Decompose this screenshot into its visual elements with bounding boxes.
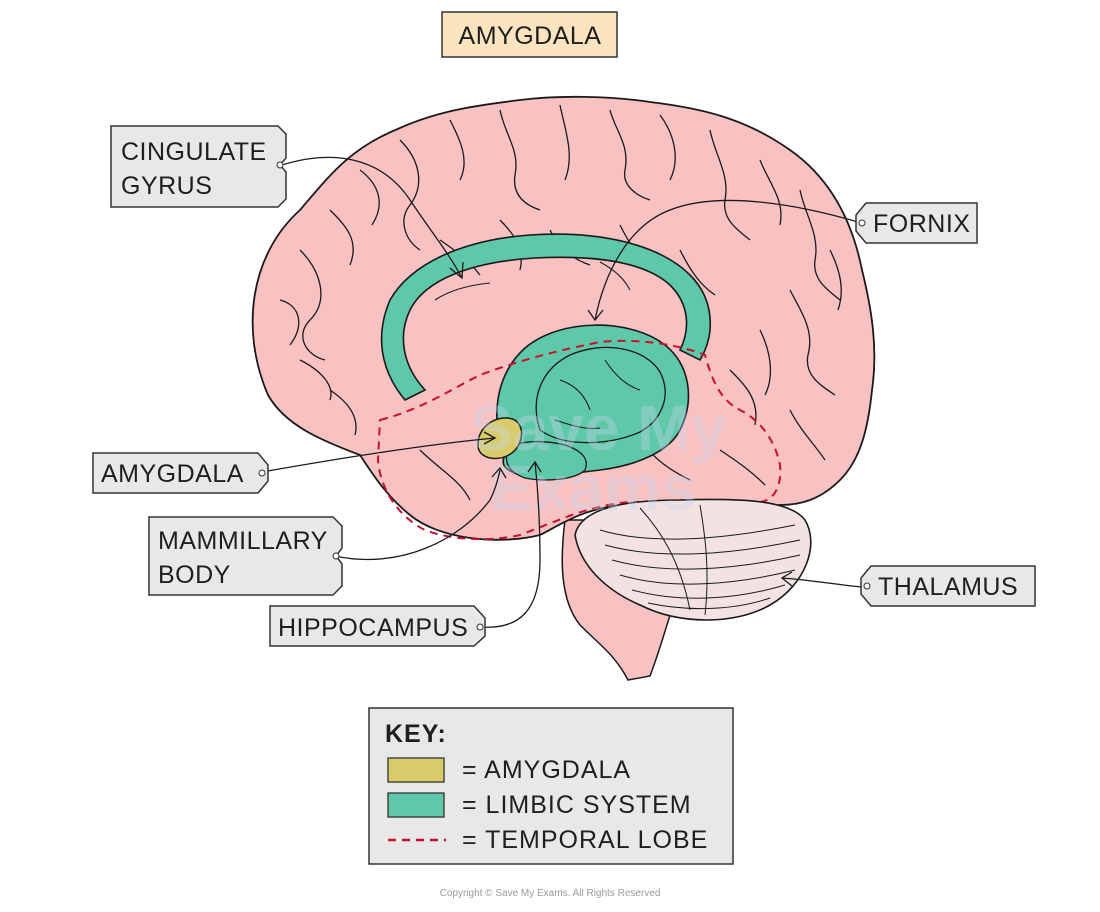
svg-text:MAMMILLARY: MAMMILLARY (158, 527, 328, 555)
leader-lines (261, 156, 863, 628)
key-swatch-amygdala (387, 757, 445, 783)
svg-text:FORNIX: FORNIX (873, 210, 970, 238)
svg-text:Exams: Exams (490, 452, 696, 524)
key-label-limbic-system: = LIMBIC SYSTEM (462, 791, 692, 819)
cingulate-gyrus-region (380, 233, 711, 401)
key-heading: KEY: (385, 720, 447, 748)
thalamus-leader (781, 577, 863, 588)
key-label-temporal-lobe: = TEMPORAL LOBE (462, 826, 708, 854)
watermark: Save My Exams (470, 392, 727, 524)
temporal-lobe-outline (376, 339, 782, 541)
title-box: AMYGDALA (441, 11, 618, 58)
amygdala-leader (261, 437, 496, 473)
label-thalamus: THALAMUS (860, 565, 1036, 607)
key-box: KEY: = AMYGDALA = LIMBIC SYSTEM = TEMPOR… (368, 707, 734, 865)
label-fornix: FORNIX (855, 202, 978, 244)
diagram-title: AMYGDALA (459, 22, 602, 50)
leader-arrowheads (449, 261, 793, 587)
key-swatch-limbic-system (387, 792, 445, 818)
label-mammillary-body: MAMMILLARY BODY (148, 516, 343, 596)
svg-text:CINGULATE: CINGULATE (121, 138, 267, 166)
label-cingulate-gyrus: CINGULATE GYRUS (110, 125, 287, 208)
fornix-leader (594, 199, 859, 321)
svg-text:GYRUS: GYRUS (121, 172, 212, 200)
svg-text:BODY: BODY (158, 561, 231, 589)
key-label-amygdala: = AMYGDALA (462, 756, 631, 784)
hippocampus-leader (479, 461, 541, 628)
cingulate-gyrus-leader (281, 156, 463, 279)
mammillary-body-leader (334, 469, 501, 561)
cerebellum (574, 498, 812, 621)
limbic-inner-core (535, 346, 666, 444)
svg-text:HIPPOCAMPUS: HIPPOCAMPUS (278, 614, 468, 642)
label-amygdala: AMYGDALA (92, 452, 269, 494)
svg-text:AMYGDALA: AMYGDALA (101, 460, 244, 488)
copyright-text: Copyright © Save My Exams. All Rights Re… (440, 888, 661, 899)
svg-text:Save My: Save My (470, 392, 727, 464)
svg-text:THALAMUS: THALAMUS (878, 573, 1018, 601)
label-hippocampus: HIPPOCAMPUS (269, 605, 486, 647)
amygdala-region (477, 417, 523, 460)
brain-folds (279, 104, 842, 501)
cerebellum-folia (599, 504, 801, 616)
hippocampus-region (505, 440, 587, 481)
